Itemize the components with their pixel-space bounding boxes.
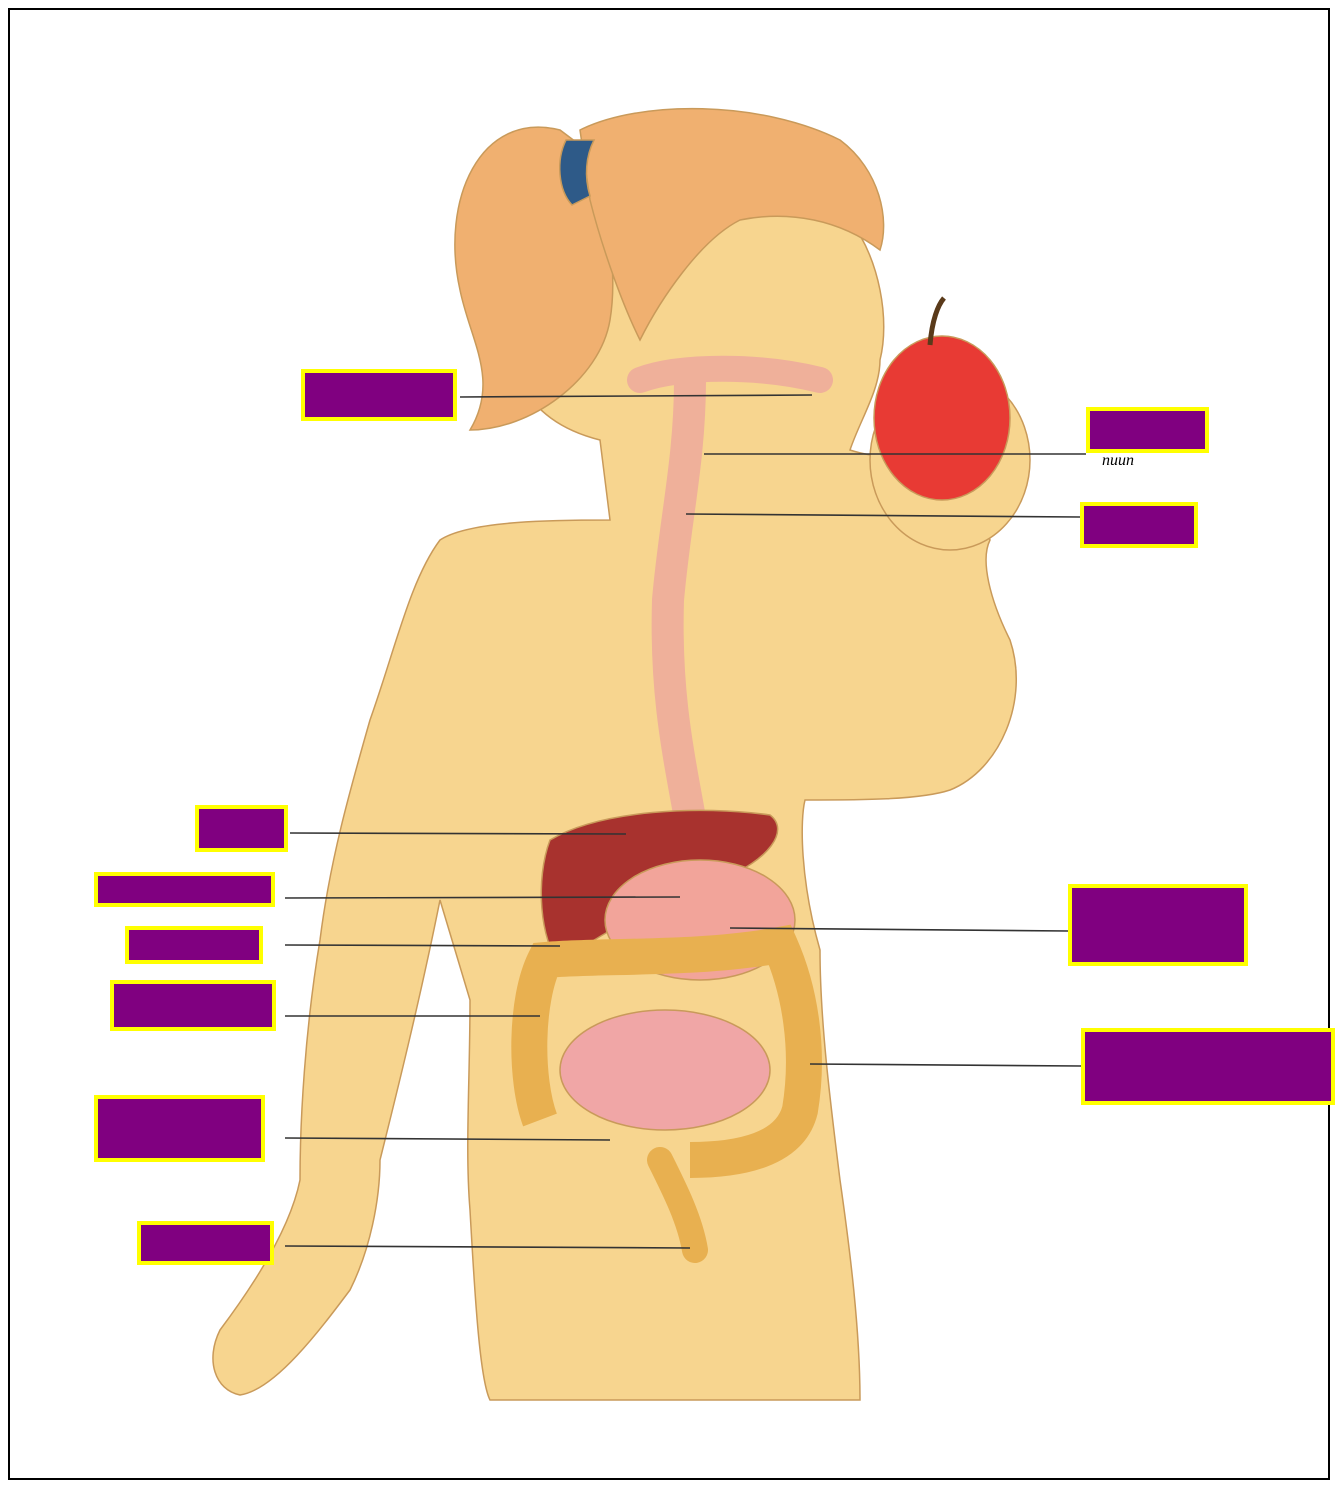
label-text-pharynx <box>1090 411 1205 449</box>
label-box-pharynx[interactable] <box>1086 407 1209 453</box>
label-box-liver[interactable] <box>195 805 288 852</box>
leader-line-gall-bladder <box>285 897 680 898</box>
label-text-mouth <box>305 373 453 417</box>
label-text-liver <box>199 809 284 848</box>
label-box-large-intestine[interactable] <box>110 980 276 1031</box>
mouth-cavity <box>640 369 820 380</box>
label-box-gall-bladder[interactable] <box>94 872 275 907</box>
body-silhouette <box>213 152 1016 1400</box>
label-box-small-intestine[interactable] <box>1081 1028 1335 1105</box>
label-text-pancreas <box>129 930 259 960</box>
label-text-gall-bladder <box>98 876 271 903</box>
label-box-mouth[interactable] <box>301 369 457 421</box>
label-box-appendix[interactable] <box>94 1095 265 1162</box>
leader-line-liver <box>290 833 626 834</box>
label-text-stomach <box>1072 888 1244 962</box>
residual-text: nuun <box>1102 452 1134 470</box>
leader-line-pancreas <box>285 945 560 946</box>
label-box-stomach[interactable] <box>1068 884 1248 966</box>
label-box-pancreas[interactable] <box>125 926 263 964</box>
label-text-esophagus <box>1084 506 1194 544</box>
label-text-appendix <box>98 1099 261 1158</box>
leader-line-small-intestine <box>810 1064 1081 1066</box>
apple <box>874 336 1010 500</box>
label-text-large-intestine <box>114 984 272 1027</box>
label-box-anus[interactable] <box>137 1221 274 1265</box>
label-text-small-intestine <box>1085 1032 1331 1101</box>
small-intestine-shape <box>560 1010 770 1130</box>
label-text-anus <box>141 1225 270 1261</box>
label-box-esophagus[interactable] <box>1080 502 1198 548</box>
